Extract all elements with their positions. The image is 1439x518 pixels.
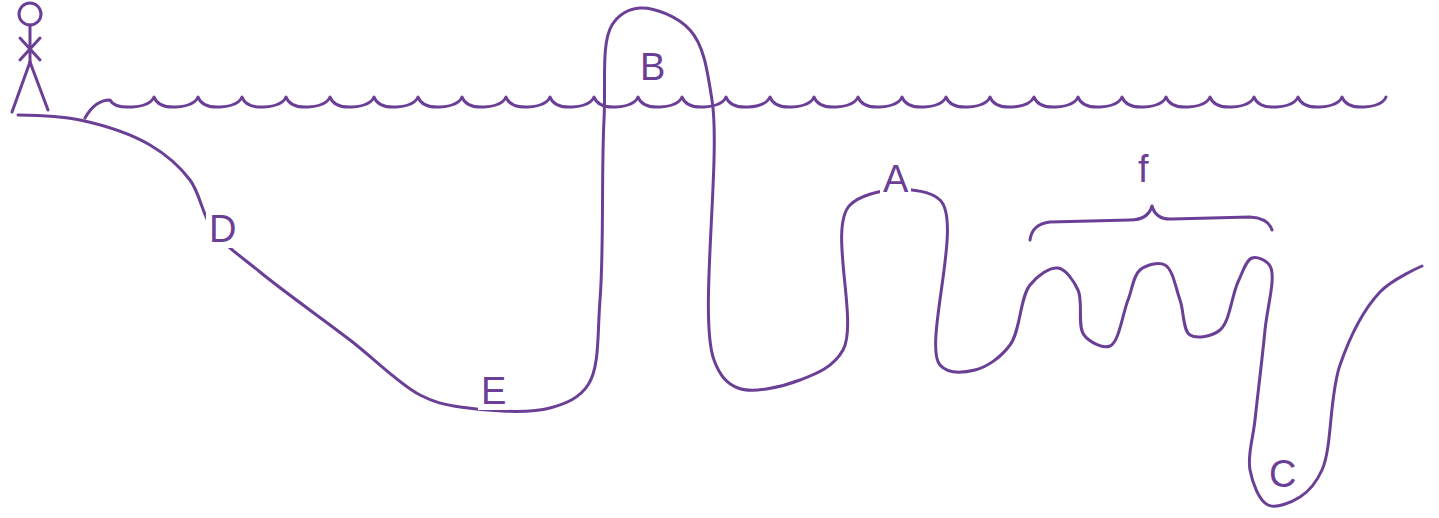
part-label: C xyxy=(1266,455,1299,493)
part-label: B xyxy=(637,48,668,86)
part-label: E xyxy=(478,372,509,410)
brace xyxy=(1030,206,1272,240)
water-surface xyxy=(85,97,1386,118)
part-label: f xyxy=(1135,150,1152,188)
seafloor-profile xyxy=(18,8,1422,506)
part-label: D xyxy=(206,210,239,248)
part-label: A xyxy=(880,160,911,198)
stick-figure xyxy=(12,3,48,112)
